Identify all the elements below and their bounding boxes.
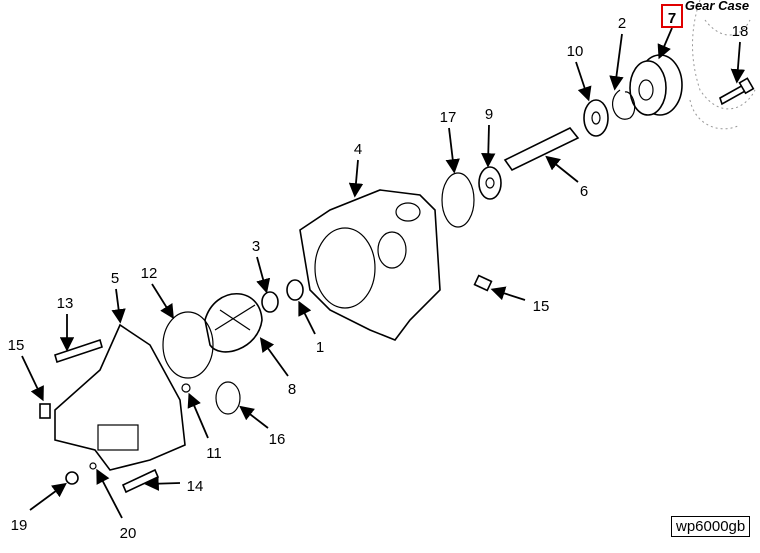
callout-18[interactable]: 18 — [732, 23, 749, 40]
callout-3[interactable]: 3 — [252, 238, 260, 255]
part-gear — [629, 54, 683, 116]
callout-4[interactable]: 4 — [354, 141, 362, 158]
callout-14[interactable]: 14 — [187, 478, 204, 495]
part-snap-ring — [612, 89, 636, 120]
callout-20[interactable]: 20 — [120, 525, 137, 542]
part-o-ring-16 — [215, 381, 241, 415]
part-plug-15 — [473, 274, 493, 292]
callout-1[interactable]: 1 — [316, 339, 324, 356]
gear-case-label: Gear Case — [685, 0, 749, 13]
part-impeller — [204, 293, 263, 353]
callout-9[interactable]: 9 — [485, 106, 493, 123]
part-seal-1 — [286, 279, 304, 301]
part-bolt-13 — [54, 338, 103, 364]
callout-17[interactable]: 17 — [440, 109, 457, 126]
callout-5[interactable]: 5 — [111, 270, 119, 287]
part-housing — [299, 189, 441, 341]
callout-12[interactable]: 12 — [141, 265, 158, 282]
callout-8[interactable]: 8 — [288, 381, 296, 398]
drawing-code-label: wp6000gb — [671, 516, 751, 537]
part-fitting-19 — [65, 471, 79, 485]
part-o-ring-17 — [441, 172, 475, 228]
part-seal-3 — [261, 291, 279, 313]
leader-arrows — [21, 27, 746, 519]
part-bearing-10 — [583, 99, 609, 137]
part-bolt-18 — [719, 77, 755, 106]
callout-11[interactable]: 11 — [206, 445, 222, 462]
callout-13[interactable]: 13 — [57, 295, 74, 312]
callout-7[interactable]: 7 — [668, 10, 676, 27]
callout-15-left[interactable]: 15 — [8, 337, 25, 354]
callout-19[interactable]: 19 — [11, 517, 28, 534]
part-plug-15 — [39, 403, 51, 419]
part-o-ring-12 — [162, 311, 214, 379]
part-washer-20 — [89, 462, 97, 470]
callout-10[interactable]: 10 — [567, 43, 584, 60]
callout-2[interactable]: 2 — [618, 15, 626, 32]
part-bearing-9 — [478, 166, 502, 200]
gear-case-outline — [689, 0, 756, 130]
part-o-ring-11 — [181, 383, 191, 393]
callout-6[interactable]: 6 — [580, 183, 588, 200]
part-bolt-14 — [121, 468, 160, 494]
callout-highlight-box — [661, 4, 683, 28]
callout-15-right[interactable]: 15 — [533, 298, 550, 315]
part-cover — [54, 323, 186, 471]
callout-16[interactable]: 16 — [269, 431, 286, 448]
part-shaft — [503, 126, 580, 172]
